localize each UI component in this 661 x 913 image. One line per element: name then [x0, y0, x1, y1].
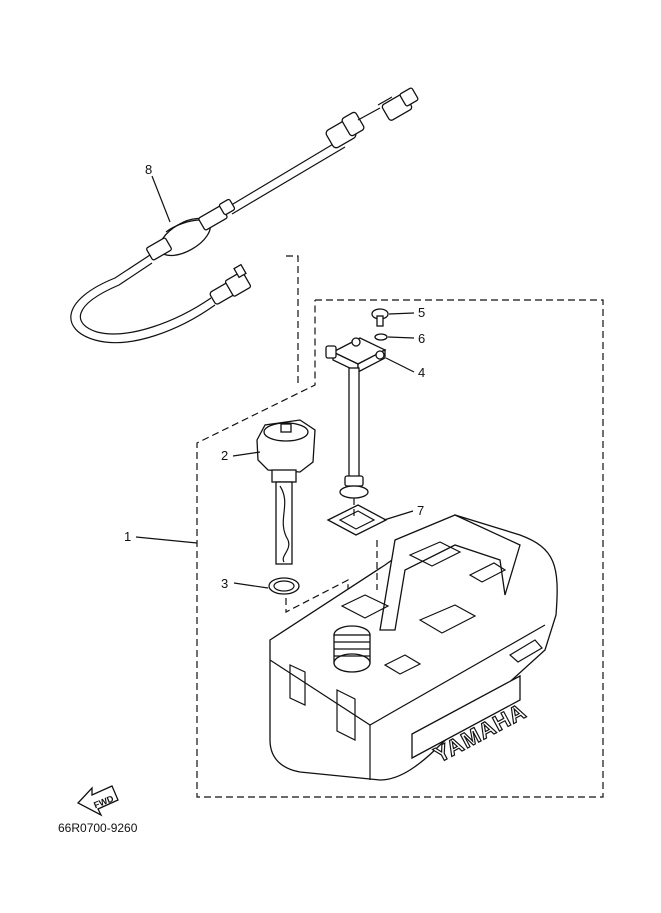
callout-7: 7	[417, 503, 424, 518]
fuel-pickup-assembly	[325, 337, 387, 499]
diagram-code: 66R0700-9260	[58, 821, 138, 835]
forward-arrow-icon: FWD	[76, 785, 119, 817]
washer	[374, 333, 388, 341]
fuel-cap-gauge	[256, 419, 316, 565]
callout-5: 5	[418, 305, 425, 320]
assembly-boundary	[196, 255, 604, 798]
leader-lines	[135, 175, 415, 589]
callout-6: 6	[418, 331, 425, 346]
hose-connector-engine-end	[325, 87, 419, 149]
callout-3: 3	[221, 576, 228, 591]
callout-2: 2	[221, 448, 228, 463]
callout-1: 1	[124, 529, 131, 544]
fuel-hose-assembly	[70, 87, 419, 344]
screw	[371, 308, 389, 327]
fuel-tank	[269, 514, 558, 781]
callout-8: 8	[145, 162, 152, 177]
o-ring	[268, 577, 300, 595]
callout-4: 4	[418, 365, 425, 380]
hose-connector-tank-end	[209, 263, 252, 305]
gasket	[326, 504, 388, 536]
primer-bulb	[146, 198, 236, 261]
